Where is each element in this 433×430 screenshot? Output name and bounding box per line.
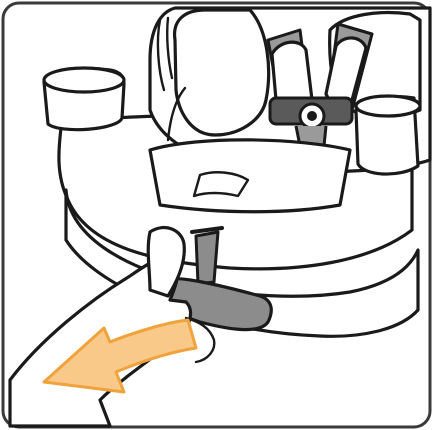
seat-cushion — [175, 10, 269, 135]
cup-holder-right-rim — [356, 96, 420, 116]
seat-pad — [150, 140, 350, 212]
recline-stem — [196, 232, 218, 284]
cup-holder-left-rim — [44, 68, 124, 92]
harness-buckle-inner — [307, 111, 317, 121]
